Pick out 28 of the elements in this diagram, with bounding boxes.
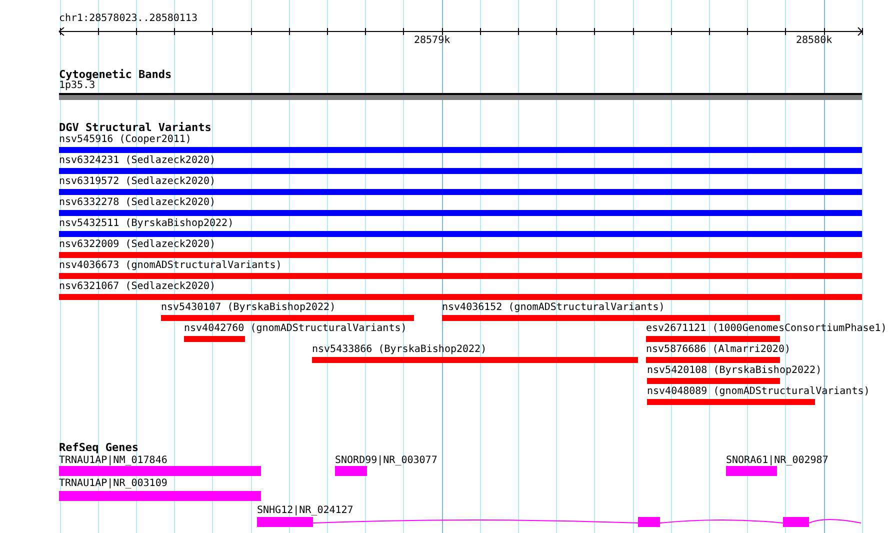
feature-label: nsv6324231 (Sedlazeck2020) [59,155,216,167]
feature-label: esv2671121 (1000GenomesConsortiumPhase1) [646,323,887,335]
feature-label: SNORA61|NR_002987 [726,455,828,467]
track-heading: Cytogenetic Bands [59,68,172,81]
feature-label: nsv6322009 (Sedlazeck2020) [59,239,216,251]
feature-label: nsv545916 (Cooper2011) [59,134,192,146]
feature-label: nsv4042760 (gnomADStructuralVariants) [184,323,407,335]
feature-label: nsv5433866 (ByrskaBishop2022) [312,344,487,356]
feature-label: nsv6321067 (Sedlazeck2020) [59,281,216,293]
feature-label: SNORD99|NR_003077 [335,455,438,467]
feature-label: nsv5432511 (ByrskaBishop2022) [59,218,234,230]
feature-label: nsv6319572 (Sedlazeck2020) [59,176,216,188]
feature-label: nsv6332278 (Sedlazeck2020) [59,197,216,209]
axis-tick-label: 28580k [796,35,832,47]
feature-label: SNHG12|NR_024127 [257,505,354,517]
feature-label: nsv4036673 (gnomADStructuralVariants) [59,260,282,272]
feature-label: nsv4036152 (gnomADStructuralVariants) [442,302,665,314]
track-heading: RefSeq Genes [59,441,138,454]
feature-label: TRNAU1AP|NM_017846 [59,455,168,467]
track-heading: DGV Structural Variants [59,121,212,134]
feature-label: nsv5420108 (ByrskaBishop2022) [647,365,822,377]
region-coordinates: chr1:28578023..28580113 [59,13,198,25]
feature-label: nsv5876686 (Almarri2020) [646,344,790,356]
feature-label: 1p35.3 [59,80,96,92]
axis-tick-label: 28579k [414,35,450,47]
feature-label: nsv5430107 (ByrskaBishop2022) [161,302,336,314]
feature-label: TRNAU1AP|NR_003109 [59,478,168,490]
feature-label: nsv4048089 (gnomADStructuralVariants) [647,386,870,398]
